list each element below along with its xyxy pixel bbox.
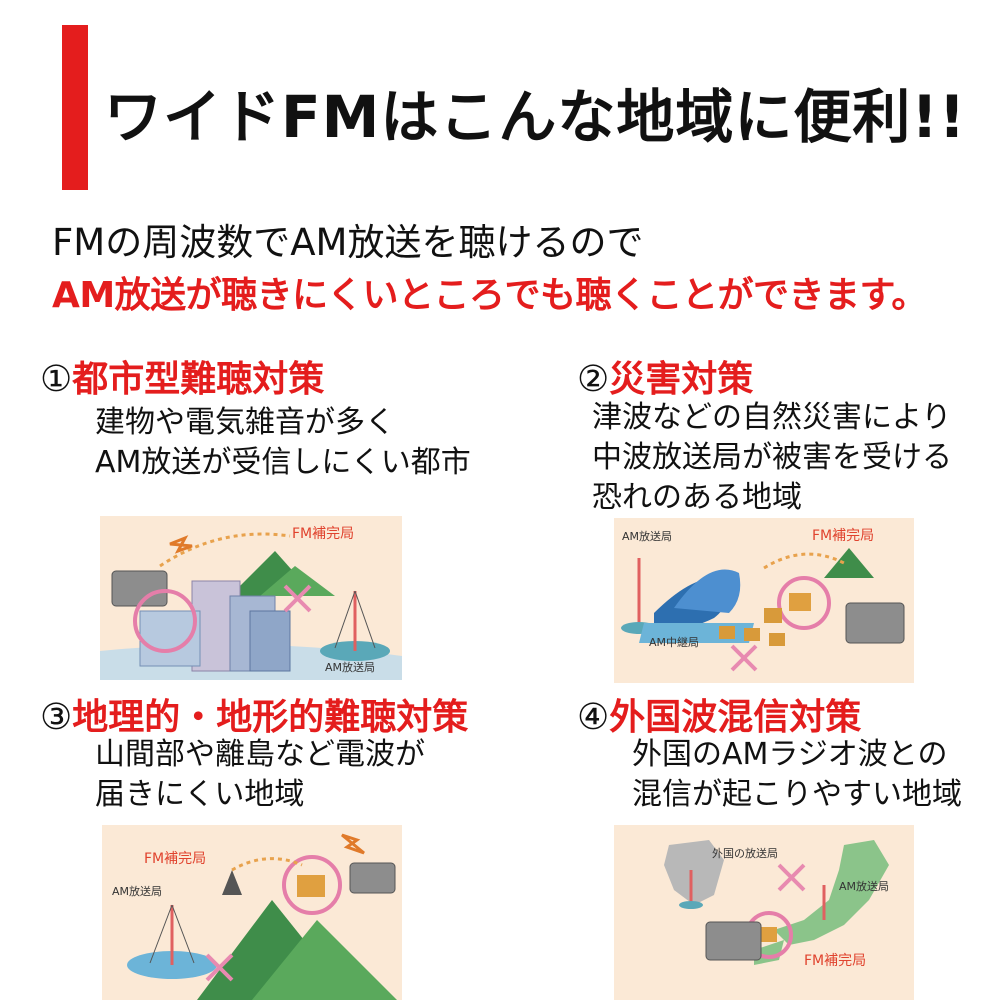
section-2-desc-line: 恐れのある地域 (592, 480, 802, 515)
section-3-heading: 地理的・地形的難聴対策 (72, 697, 469, 738)
section-4-desc-line: 外国のAMラジオ波との (632, 737, 948, 772)
radio-icon (349, 862, 396, 894)
section-2-desc-line: 中波放送局が被害を受ける (592, 440, 952, 475)
section-2-illustration: AM放送局 FM補完局 AM中継局 (614, 518, 914, 683)
section-3-desc-line: 届きにくい地域 (95, 777, 305, 812)
radio-icon (705, 921, 762, 961)
am-label: AM放送局 (325, 660, 375, 674)
section-3-description: 山間部や離島など電波が 届きにくい地域 (95, 735, 425, 815)
mountain-icon (824, 548, 874, 578)
section-4-illustration: 外国の放送局 AM放送局 FM補完局 (614, 825, 914, 1000)
relay-label: AM中継局 (649, 635, 699, 649)
fm-label: FM補完局 (144, 851, 206, 867)
signal-bolt-icon (169, 535, 193, 554)
section-2-heading: 災害対策 (609, 359, 754, 400)
section-1-heading: 都市型難聴対策 (72, 359, 325, 400)
intro-line-1: FMの周波数でAM放送を聴けるので (52, 221, 644, 264)
section-4-title: ④外国波混信対策 (577, 688, 861, 740)
japan-map-icon (774, 840, 889, 945)
section-3-desc-line: 山間部や離島など電波が (95, 737, 425, 772)
house-icon (759, 927, 777, 942)
section-1-desc-line: 建物や電気雑音が多く (95, 405, 395, 440)
section-4-description: 外国のAMラジオ波との 混信が起こりやすい地域 (632, 735, 962, 815)
wave-icon (674, 569, 741, 613)
section-1-illustration: FM補完局 AM放送局 (100, 516, 402, 680)
section-3-title: ③地理的・地形的難聴対策 (40, 688, 468, 740)
fm-label: FM補完局 (292, 526, 354, 542)
section-4-number: ④ (577, 697, 610, 738)
house-icon (789, 593, 811, 611)
fm-label: FM補完局 (804, 953, 866, 969)
section-4-desc-line: 混信が起こりやすい地域 (632, 777, 962, 812)
section-1-title: ①都市型難聴対策 (40, 350, 324, 402)
section-1-number: ① (40, 359, 73, 400)
section-3-number: ③ (40, 697, 73, 738)
page-headline: ワイドFMはこんな地域に便利!! (104, 83, 967, 151)
section-1-desc-line: AM放送が受信しにくい都市 (95, 445, 471, 480)
section-1-description: 建物や電気雑音が多く AM放送が受信しにくい都市 (95, 403, 471, 483)
radio-icon (845, 602, 905, 644)
foreign-map-icon (664, 840, 724, 905)
fm-label: FM補完局 (812, 528, 874, 544)
section-4-heading: 外国波混信対策 (609, 697, 862, 738)
am-label: AM放送局 (622, 529, 672, 543)
section-2-number: ② (577, 359, 610, 400)
foreign-label: 外国の放送局 (712, 846, 778, 860)
section-2-title: ②災害対策 (577, 350, 753, 402)
am-label: AM放送局 (839, 879, 889, 893)
section-2-description: 津波などの自然災害により 中波放送局が被害を受ける 恐れのある地域 (592, 398, 952, 518)
am-label: AM放送局 (112, 884, 162, 898)
signal-bolt-icon (341, 833, 365, 855)
section-2-desc-line: 津波などの自然災害により (592, 400, 952, 435)
section-3-illustration: FM補完局 AM放送局 (102, 825, 402, 1000)
house-icon (297, 875, 325, 897)
radio-icon (111, 570, 168, 607)
intro-line-2: AM放送が聴きにくいところでも聴くことができます。 (52, 275, 927, 316)
header-accent-bar (62, 25, 88, 190)
